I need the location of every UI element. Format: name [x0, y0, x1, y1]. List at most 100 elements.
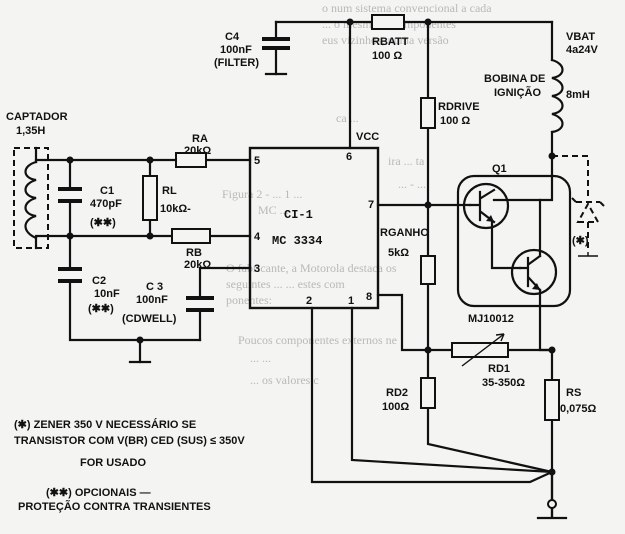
terminal-dot [547, 499, 557, 509]
rb-name: RB [186, 247, 202, 259]
c2-name: C2 [92, 275, 106, 287]
c1-note: (✱✱) [90, 217, 116, 229]
footnotes: (✱) ZENER 350 V NECESSÁRIO SE TRANSISTOR… [14, 418, 245, 513]
pin-8: 8 [366, 291, 372, 303]
bg-line: ira ... ta [388, 154, 425, 168]
vbat-name: VBAT [566, 31, 595, 43]
capacitor-c3 [186, 296, 214, 312]
junction-dot [146, 232, 154, 240]
pin-3: 3 [254, 263, 260, 275]
c3-value: 100nF [136, 294, 168, 306]
ic-ci1 [248, 146, 380, 310]
c2-wires [68, 234, 202, 342]
zener-mark: (✱) [572, 235, 589, 247]
rganho-name: RGANHO [380, 227, 429, 239]
resistor-rb [171, 228, 211, 244]
bg-line: ... ... [250, 351, 271, 365]
note-zener-line2: TRANSISTOR COM V(BR) CED (SUS) ≤ 350V [14, 435, 245, 447]
resistor-rdrive [420, 97, 436, 129]
bg-line: ... - ... [398, 177, 426, 191]
rdrive-value: 100 Ω [440, 115, 470, 127]
bg-line: O fabricante, a Motorola destaca os [226, 261, 397, 275]
ground-symbol-zener [578, 252, 598, 257]
potentiometer-rd1 [451, 333, 509, 367]
resistor-rd2 [420, 377, 436, 409]
note-optional-line2: PROTEÇÃO CONTRA TRANSIENTES [18, 500, 211, 513]
ci1-name: CI-1 [284, 208, 313, 222]
c1-name: C1 [100, 185, 114, 197]
q1-label: Q1 [492, 163, 507, 175]
vcc-label: VCC [356, 131, 379, 143]
rl-value: 10kΩ- [160, 203, 191, 215]
bobina-line1: BOBINA DE [484, 73, 545, 85]
pin-7: 7 [368, 199, 374, 211]
bg-line: MC ... [258, 203, 289, 217]
rd1-value: 35-350Ω [482, 377, 525, 389]
junction-dot [548, 468, 556, 476]
rb-value: 20kΩ [184, 259, 211, 271]
captador-name: CAPTADOR [6, 111, 68, 123]
bg-line: seguintes ... ... estes com [226, 277, 345, 291]
junction-dot [424, 346, 432, 354]
resistor-ra [175, 152, 207, 168]
c1-value: 470pF [90, 198, 122, 210]
bg-line: Poucos componentes externos ne [238, 333, 397, 347]
pin-6: 6 [346, 151, 352, 163]
junction-dot [424, 18, 432, 26]
bg-line: o num sistema convencional a cada [322, 1, 492, 15]
junction-dot [346, 18, 354, 26]
c4-value: 100nF [220, 44, 252, 56]
capacitor-c1 [58, 187, 82, 203]
pickup-coil [13, 147, 49, 249]
rbatt-value: 100 Ω [372, 50, 402, 62]
rd2-value: 100Ω [382, 401, 409, 413]
mj-label: MJ10012 [468, 313, 514, 325]
transistor-q1 [462, 182, 510, 230]
resistor-rl [142, 175, 158, 221]
bg-line: eus vizinhos, numa versão [322, 33, 449, 47]
rl-name: RL [162, 185, 177, 197]
c3-name: C 3 [146, 281, 163, 293]
captador-value: 1,35H [16, 125, 45, 137]
rs-name: RS [566, 387, 581, 399]
junction-dot [66, 232, 74, 240]
zener-lead-top [552, 155, 589, 200]
c4-name: C4 [225, 31, 240, 43]
junction-dot [548, 152, 556, 160]
c2-value: 10nF [94, 288, 120, 300]
background-text: o num sistema convencional a cada ... o … [222, 1, 492, 387]
bobina-line2: IGNIÇÃO [494, 86, 542, 99]
bg-line: ... os valores c [250, 373, 319, 387]
rdrive-name: RDRIVE [438, 101, 480, 113]
junction-dot [424, 201, 432, 209]
pin2-wire [310, 306, 554, 484]
ra-name: RA [192, 133, 208, 145]
resistor-rganho [420, 255, 436, 285]
bg-line: ca ... [336, 111, 359, 125]
capacitor-c2 [58, 267, 82, 283]
rdrive-rganho-rd2-wire [426, 20, 554, 474]
rs-value: 0,075Ω [560, 403, 597, 415]
capacitor-c4 [262, 37, 290, 76]
ra-value: 20kΩ [184, 145, 211, 157]
pin1-wire [350, 306, 554, 474]
c2-note: (✱✱) [88, 303, 114, 315]
junction-dot [136, 336, 144, 344]
transistor-q2 [510, 248, 558, 296]
junction-dot [66, 156, 74, 164]
junctions [66, 18, 557, 509]
note-optional-line1: (✱✱) OPCIONAIS — [46, 487, 151, 499]
rbatt-name: RBATT [372, 36, 409, 48]
c3-wires [198, 266, 252, 342]
junction-dot [146, 156, 154, 164]
note-zener-line1: (✱) ZENER 350 V NECESSÁRIO SE [14, 418, 196, 431]
bg-line: Figura 2 - ... 1 ... [222, 187, 302, 201]
resistor-rs [544, 379, 560, 421]
pin-4: 4 [254, 231, 261, 243]
component-labels: C4 100nF (FILTER) RBATT 100 Ω VBAT 4a24V… [6, 31, 598, 415]
bobina-value: 8mH [566, 89, 590, 101]
darlington-link [490, 220, 522, 270]
resistor-rbatt [371, 14, 405, 30]
